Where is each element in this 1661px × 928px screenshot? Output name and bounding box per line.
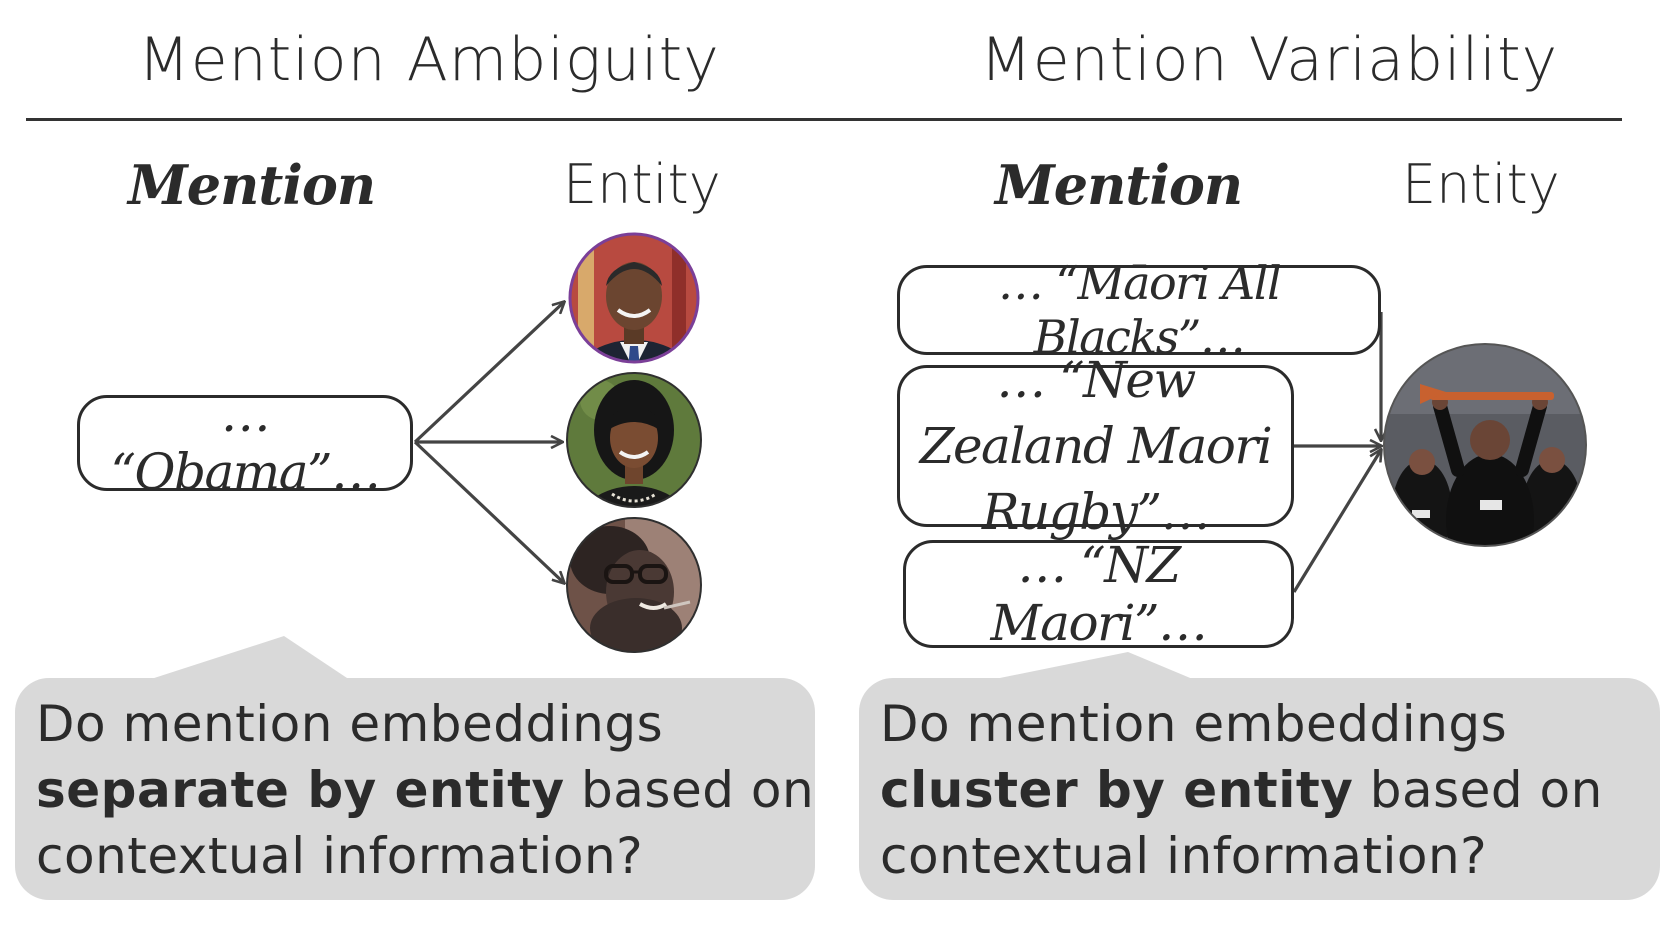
mention-text-new-zealand-maori-rugby: … “New Zealand Maori Rugby”… [919,351,1273,541]
question-text-right: Do mention embeddings cluster by entity … [880,691,1603,889]
mention-box-nz-maori: … “NZ Maori”… [903,536,1294,652]
arrows-left [413,302,564,583]
mention-text-maori-all-blacks: … “Māori All Blacks”… [997,256,1282,364]
mention-text-obama: … “Obama”… [110,385,381,501]
title-mention-variability: Mention Variability [980,25,1559,95]
arrow-icon [1292,450,1381,593]
mention-box-maori-all-blacks: … “Māori All Blacks”… [897,256,1381,364]
question-line-2: separate by entity based on [36,757,814,823]
question-line-1: Do mention embeddings [880,695,1508,753]
rugby-team-photo-icon [1383,343,1587,547]
question-line-2-rest: based on [1353,761,1603,819]
header-divider [26,118,1622,121]
arrows-right [1292,312,1381,593]
mention-column-label-right: Mention [995,153,1243,217]
question-line-1: Do mention embeddings [36,695,664,753]
person-photo-icon [566,372,702,508]
question-emphasis: separate by entity [36,761,565,819]
question-bubble-left [15,636,815,900]
arrow-icon [413,440,564,583]
question-line-3: contextual information? [880,827,1488,885]
mention-column-label-left: Mention [128,153,376,217]
entity-column-label-right: Entity [1402,153,1560,216]
question-line-2-rest: based on [564,761,815,819]
arrow-icon [413,302,564,444]
mention-box-obama: … “Obama”… [77,385,413,501]
person-photo-icon [566,517,702,653]
question-emphasis: cluster by entity [880,761,1354,819]
mention-text-nz-maori: … “NZ Maori”… [990,536,1208,652]
mention-box-new-zealand-maori-rugby: … “New Zealand Maori Rugby”… [897,351,1294,541]
question-text-left: Do mention embeddings separate by entity… [36,691,814,889]
title-mention-ambiguity: Mention Ambiguity [138,25,720,95]
entity-column-label-left: Entity [563,153,721,216]
question-bubble-right [859,652,1660,900]
question-line-2: cluster by entity based on [880,757,1603,823]
question-line-3: contextual information? [36,827,644,885]
